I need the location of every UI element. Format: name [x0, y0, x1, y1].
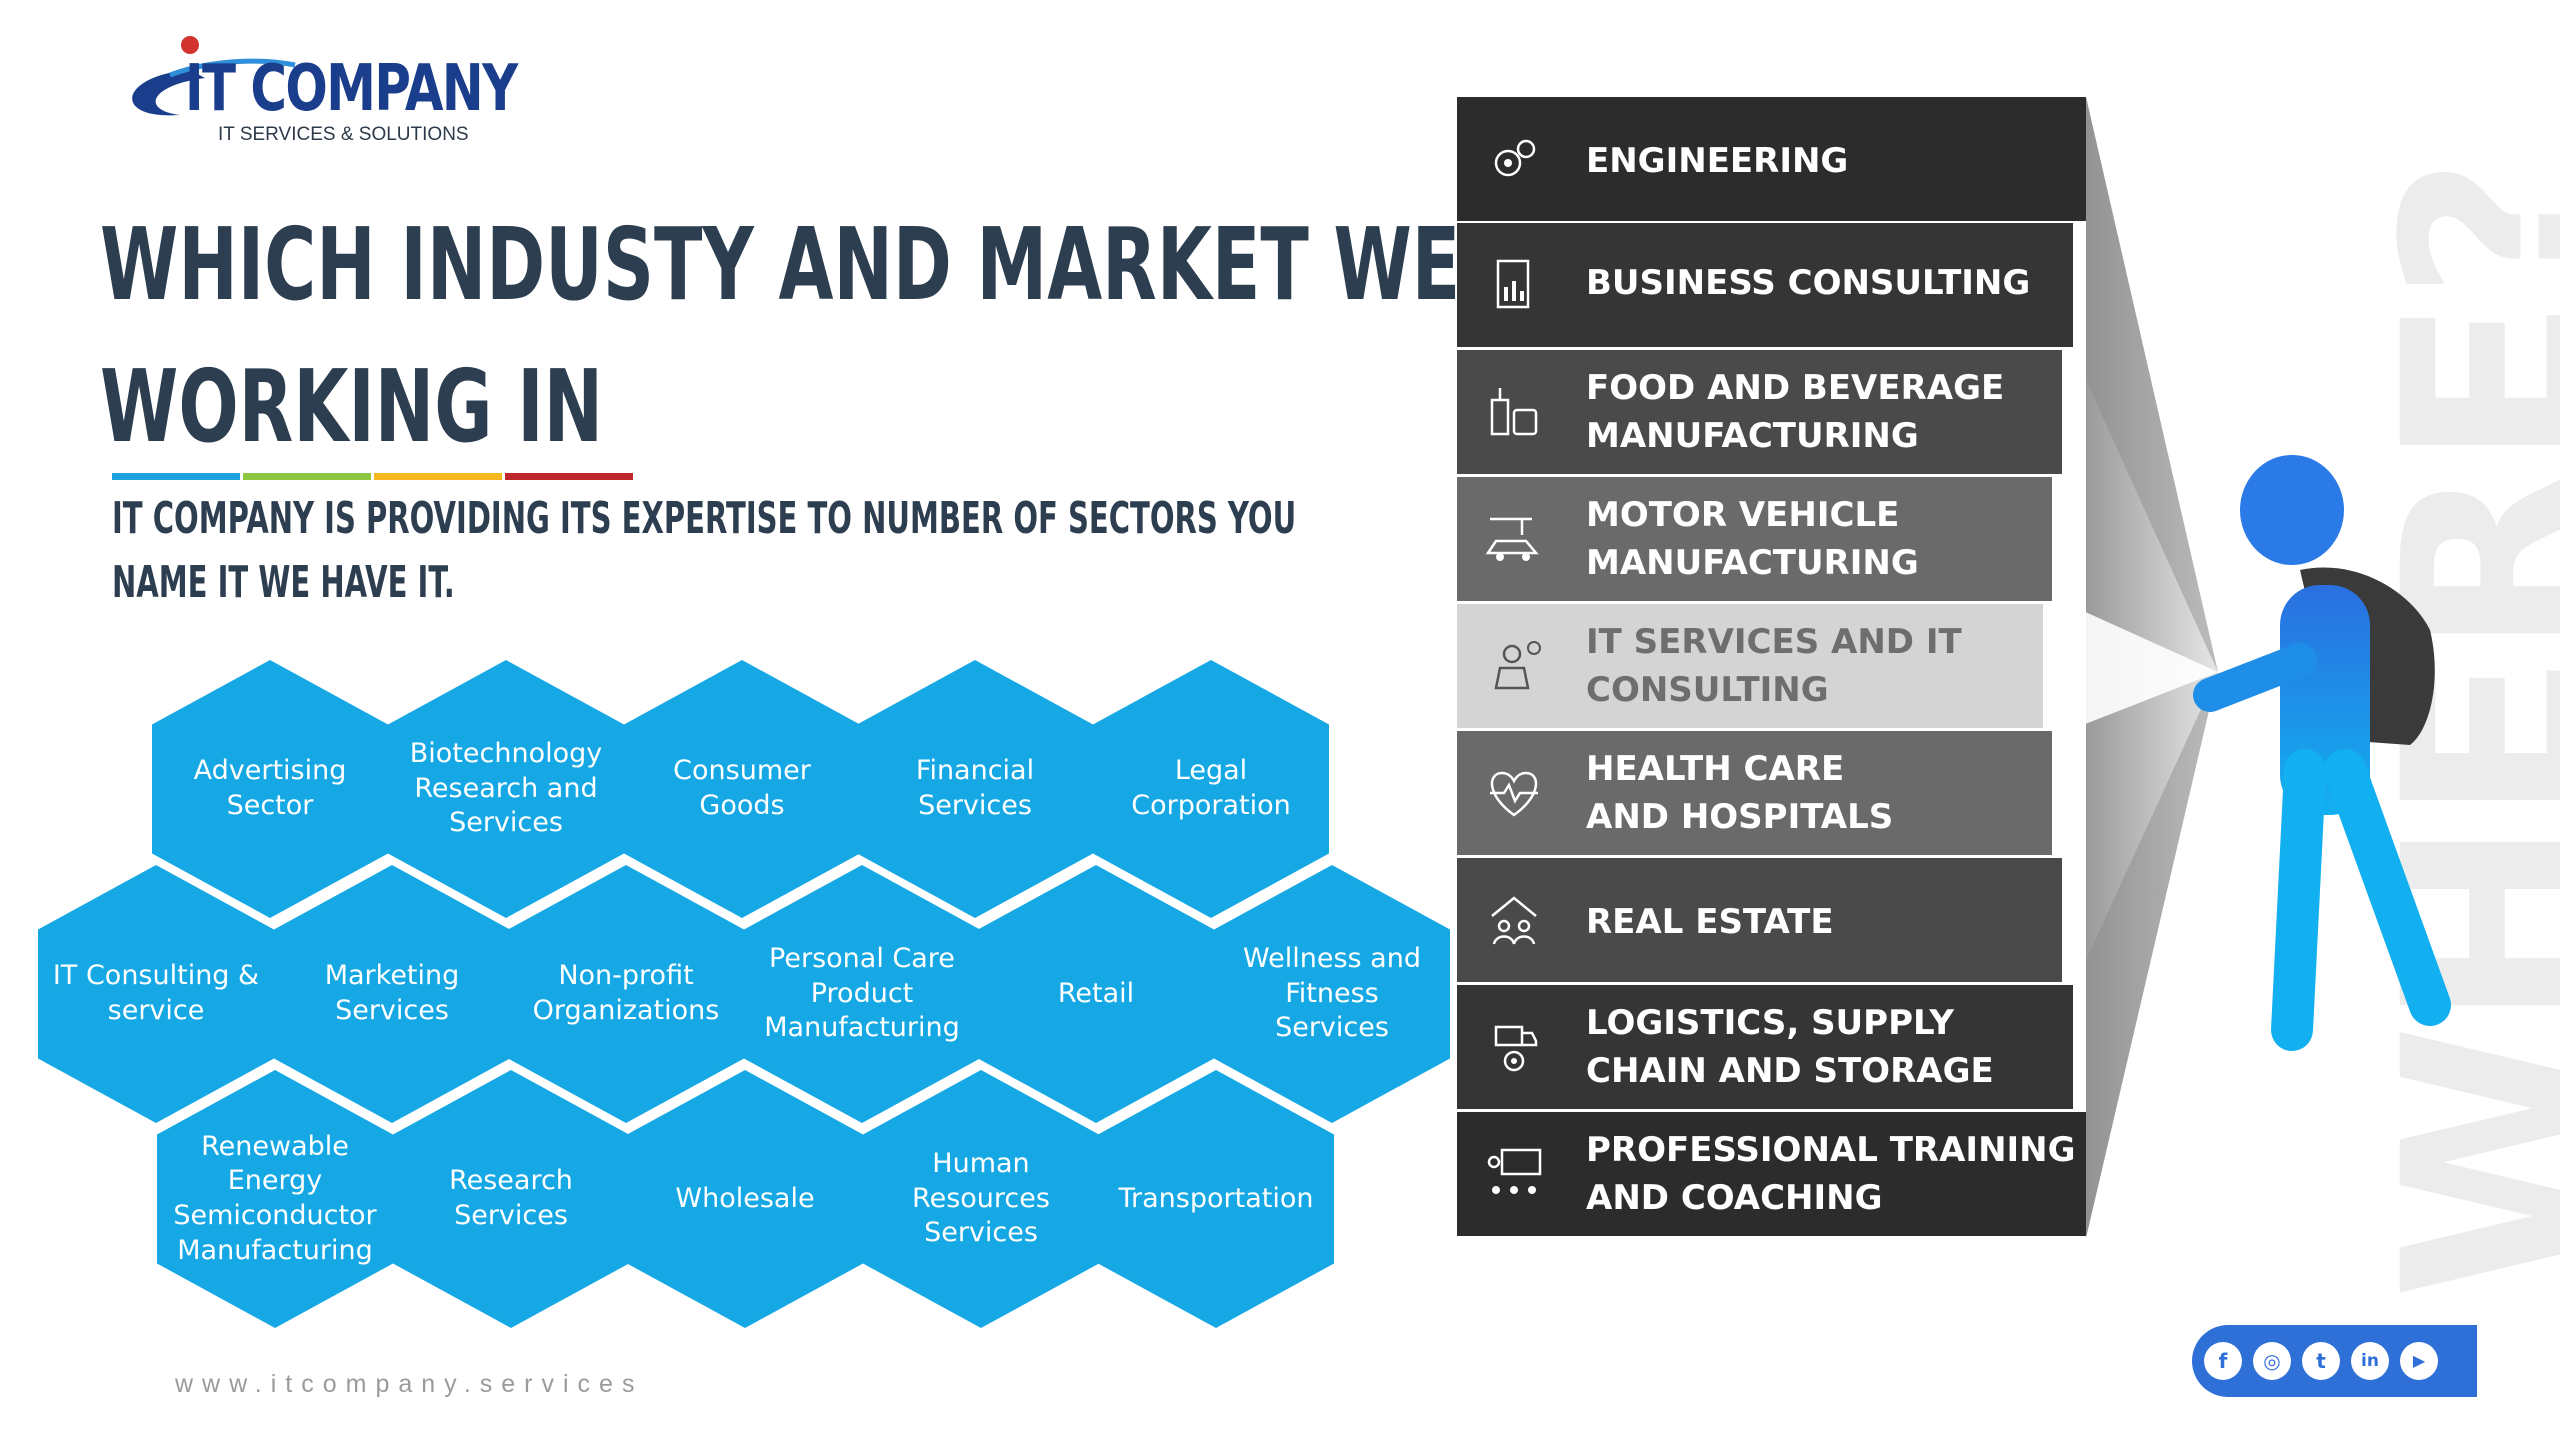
industry-label: PROFESSIONAL TRAINING AND COACHING — [1586, 1130, 2076, 1218]
accent-bar-red — [505, 473, 633, 480]
logo-swoosh-icon — [132, 36, 296, 116]
industry-row[interactable]: FOOD AND BEVERAGE MANUFACTURING — [1457, 350, 2062, 474]
industry-row[interactable]: BUSINESS CONSULTING — [1457, 223, 2073, 347]
twitter-icon[interactable]: t — [2302, 1342, 2340, 1380]
training-presentation-icon — [1487, 1148, 1542, 1194]
heartbeat-icon — [1490, 771, 1538, 817]
sector-hex[interactable]: Marketing Services — [274, 865, 510, 1123]
youtube-icon[interactable]: ▶ — [2400, 1342, 2438, 1380]
website-url[interactable]: www.itcompany.services — [175, 1370, 644, 1398]
subtitle-line-1: IT COMPANY IS PROVIDING ITS EXPERTISE TO… — [112, 493, 1297, 544]
social-bar: f ◎ t in ▶ — [2192, 1325, 2477, 1397]
sector-label: Personal Care Product Manufacturing — [764, 943, 960, 1044]
sector-label: Human Resources Services — [912, 1148, 1050, 1249]
industry-label: FOOD AND BEVERAGE MANUFACTURING — [1586, 368, 2005, 456]
sector-label: Wellness and Fitness Services — [1243, 943, 1421, 1044]
industry-label: REAL ESTATE — [1586, 902, 1834, 942]
sector-label: Retail — [1057, 977, 1135, 1009]
instagram-icon[interactable]: ◎ — [2253, 1342, 2291, 1380]
subtitle-line-2: NAME IT WE HAVE IT. — [112, 557, 455, 608]
page-title-line-2: WORKING IN — [100, 348, 604, 465]
logistics-truck-icon — [1494, 1025, 1538, 1072]
sector-label: Legal Corporation — [1131, 755, 1291, 821]
sector-label: Transportation — [1118, 1182, 1314, 1214]
sector-hex-grid: Advertising Sector Biotechnology Researc… — [38, 660, 1450, 1328]
industry-label: BUSINESS CONSULTING — [1586, 263, 2031, 303]
logo-tagline: IT SERVICES & SOLUTIONS — [218, 124, 469, 145]
industry-row[interactable]: IT SERVICES AND IT CONSULTING — [1457, 604, 2043, 728]
sector-label: Advertising Sector — [193, 755, 347, 821]
sector-label: IT Consulting & service — [52, 960, 260, 1026]
industry-row[interactable]: PROFESSIONAL TRAINING AND COACHING — [1457, 1112, 2086, 1236]
industry-label: MOTOR VEHICLE MANUFACTURING — [1586, 495, 1919, 583]
sector-label: Renewable Energy Semiconductor Manufactu… — [173, 1130, 377, 1266]
engineering-gears-icon — [1494, 139, 1536, 177]
company-logo[interactable]: IT COMPANY IT SERVICES & SOLUTIONS — [110, 30, 518, 150]
industry-row[interactable]: HEALTH CARE AND HOSPITALS — [1457, 731, 2052, 855]
business-report-icon — [1496, 259, 1530, 309]
sector-label: Financial Services — [915, 755, 1035, 821]
it-consultant-icon — [1494, 641, 1541, 690]
logo-brand-name: IT COMPANY — [185, 52, 518, 126]
sector-label: Wholesale — [675, 1182, 815, 1214]
sector-label: Non-profit Organizations — [532, 960, 720, 1026]
industry-row[interactable]: ENGINEERING — [1457, 97, 2086, 221]
house-people-icon — [1491, 896, 1537, 945]
page-title-line-1: WHICH INDUSTY AND MARKET WE ARE — [100, 206, 1644, 323]
sector-label: Research Services — [449, 1165, 573, 1231]
facebook-icon[interactable]: f — [2204, 1342, 2242, 1380]
industry-label: ENGINEERING — [1586, 141, 1849, 181]
sector-label: Consumer Goods — [673, 755, 811, 821]
food-beverage-icon — [1490, 388, 1538, 436]
industry-label: HEALTH CARE AND HOSPITALS — [1586, 749, 1894, 837]
accent-bar-yellow — [374, 473, 502, 480]
accent-bar-blue — [112, 473, 240, 480]
sector-hex[interactable]: Legal Corporation — [1093, 660, 1329, 918]
sector-hex[interactable]: Wellness and Fitness Services — [1214, 865, 1450, 1123]
accent-bar-green — [243, 473, 371, 480]
sector-label: Biotechnology Research and Services — [409, 738, 603, 839]
industry-label: IT SERVICES AND IT CONSULTING — [1586, 622, 1962, 710]
traveler-figure-icon — [2193, 455, 2451, 1051]
sector-label: Marketing Services — [324, 960, 460, 1026]
car-assembly-icon — [1485, 517, 1539, 561]
industry-row[interactable]: REAL ESTATE — [1457, 858, 2062, 982]
linkedin-icon[interactable]: in — [2351, 1342, 2389, 1380]
industry-label: LOGISTICS, SUPPLY CHAIN AND STORAGE — [1586, 1003, 1994, 1091]
industry-row[interactable]: LOGISTICS, SUPPLY CHAIN AND STORAGE — [1457, 985, 2073, 1109]
sector-hex[interactable]: Transportation — [1098, 1070, 1334, 1328]
industry-row[interactable]: MOTOR VEHICLE MANUFACTURING — [1457, 477, 2052, 601]
